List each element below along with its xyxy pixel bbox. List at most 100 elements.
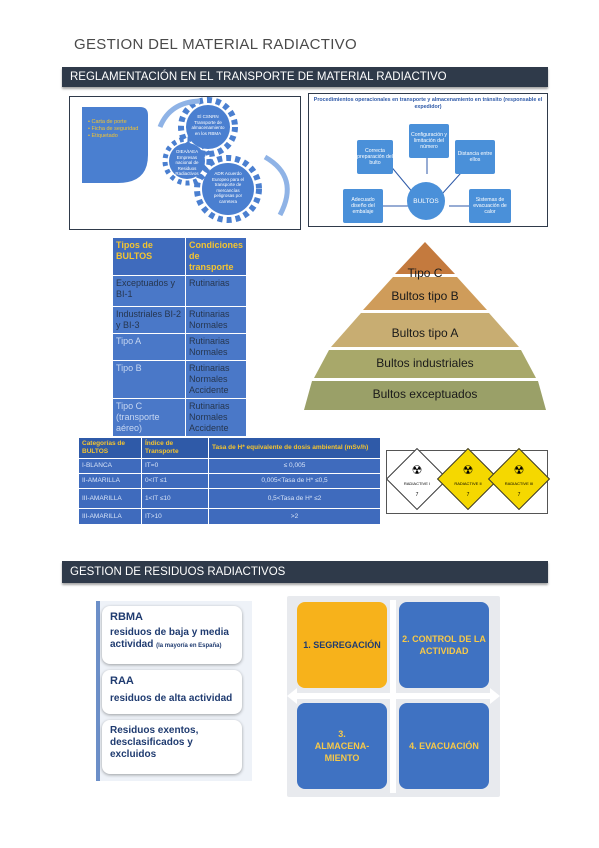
table-cell: >2 bbox=[208, 508, 381, 525]
arc-2 bbox=[263, 154, 290, 217]
step-segregacion: 1. SEGREGACIÓN bbox=[297, 602, 387, 688]
residuos-bracket bbox=[96, 601, 100, 781]
residuo-title: RBMA bbox=[110, 611, 143, 623]
table-cell: Exceptuados y BI-1 bbox=[112, 275, 186, 307]
radiation-icon: ☢ bbox=[411, 463, 423, 477]
proc-box-preparacion: Correcta preparación del bulto bbox=[357, 140, 393, 174]
gear-1 bbox=[178, 97, 238, 157]
pyramid-level-industriales bbox=[314, 350, 536, 378]
table-row: Categorías de BULTOS Índice de Transport… bbox=[78, 437, 381, 459]
proc-box-evacuacion-calor: Sistemas de evacuación de calor bbox=[469, 189, 511, 223]
table-cell: Rutinarias Normales Accidente bbox=[184, 398, 248, 437]
pyramid-level-tipo-c bbox=[395, 242, 455, 274]
table-row: Industriales BI-2 y BI-3 Rutinarias Norm… bbox=[112, 306, 248, 334]
proc-box-distancia: Distancia entre ellos bbox=[455, 140, 495, 174]
table-cell: 1<IT ≤10 bbox=[141, 488, 209, 509]
table-cell: IT>10 bbox=[141, 508, 209, 525]
table-cell: Rutinarias Normales bbox=[184, 333, 248, 361]
table-cell: Rutinarias Normales Accidente bbox=[184, 360, 248, 399]
section-header-residuos: GESTION DE RESIDUOS RADIACTIVOS bbox=[62, 561, 548, 583]
leaf-shape bbox=[82, 107, 148, 183]
pyramid-label: Bultos exceptuados bbox=[372, 387, 478, 401]
pyramid-label: Tipo C bbox=[407, 266, 443, 280]
table-cell: III-AMARILLA bbox=[78, 508, 142, 525]
residuo-desc-line2: actividad (la mayoría en España) bbox=[110, 639, 222, 650]
radioactive-label-2: ☢ RADIACTIVE II 7 bbox=[436, 447, 500, 511]
category-table: Categorías de BULTOS Índice de Transport… bbox=[78, 437, 381, 525]
pyramid-label: Bultos tipo B bbox=[391, 289, 459, 303]
table-cell: Tipo B bbox=[112, 360, 186, 399]
label-number: 7 bbox=[415, 492, 419, 498]
step-evacuacion: 4. EVACUACIÓN bbox=[399, 703, 489, 789]
gear-3 bbox=[194, 155, 262, 223]
table-row: I-BLANCA IT=0 ≤ 0,005 bbox=[78, 458, 381, 474]
pyramid-level-tipo-b bbox=[363, 277, 487, 310]
table-cell: IT=0 bbox=[141, 458, 209, 474]
table-row: III-AMARILLA 1<IT ≤10 0,5<Tasa de H* ≤2 bbox=[78, 488, 381, 509]
label-text: RADIACTIVE I bbox=[403, 481, 431, 486]
label-text: RADIACTIVE III bbox=[504, 481, 534, 486]
table-cell: ≤ 0,005 bbox=[208, 458, 381, 474]
proc-box-configuracion: Configuración y limitación del número bbox=[409, 124, 449, 158]
residuo-card-exentos: Residuos exentos, desclasificados y excl… bbox=[102, 720, 242, 774]
step-almacenamiento: 3. ALMACENA-MIENTO bbox=[297, 703, 387, 789]
table-row: Tipo C (transporte aéreo) Rutinarias Nor… bbox=[112, 398, 248, 437]
radioactive-label-3: ☢ RADIACTIVE III 7 bbox=[487, 447, 551, 511]
proc-box-embalaje: Adecuado diseño del embalaje bbox=[343, 189, 383, 223]
table-cell: 0,005<Tasa de H* ≤0,5 bbox=[208, 473, 381, 489]
table-header-cell: Condiciones de transporte bbox=[184, 237, 248, 276]
page-title: GESTION DEL MATERIAL RADIACTIVO bbox=[74, 36, 357, 53]
leaf-list: • Carta de porte • Ficha de seguridad • … bbox=[88, 119, 144, 140]
residuo-title: RAA bbox=[110, 675, 134, 687]
bultos-center: BULTOS bbox=[407, 182, 445, 220]
radiation-icon: ☢ bbox=[462, 463, 474, 477]
table-header-cell: Tasa de H* equivalente de dosis ambienta… bbox=[208, 437, 381, 459]
table-row: Tipo B Rutinarias Normales Accidente bbox=[112, 360, 248, 399]
procedures-diagram: Procedimientos operacionales en transpor… bbox=[308, 93, 548, 227]
table-cell: 0,5<Tasa de H* ≤2 bbox=[208, 488, 381, 509]
radiation-icon: ☢ bbox=[513, 463, 525, 477]
residuo-desc: residuos de baja y media bbox=[110, 627, 229, 638]
bultos-pyramid bbox=[304, 242, 546, 410]
gears-diagram: • Carta de porte • Ficha de seguridad • … bbox=[69, 96, 301, 230]
table-header-cell: Tipos de BULTOS bbox=[112, 237, 186, 276]
table-cell: II-AMARILLA bbox=[78, 473, 142, 489]
table-cell: Rutinarias Normales bbox=[184, 306, 248, 334]
radioactive-label-1: ☢ RADIACTIVE I 7 bbox=[385, 447, 449, 511]
table-header-cell: Categorías de BULTOS bbox=[78, 437, 142, 459]
step-control-actividad: 2. CONTROL DE LA ACTIVIDAD bbox=[399, 602, 489, 688]
gear-2-text: OIEA/IAEA Empresas nacional de Residuos … bbox=[175, 149, 199, 176]
radioactive-labels: ☢ RADIACTIVE I 7 ☢ RADIACTIVE II 7 ☢ RAD… bbox=[385, 447, 551, 514]
table-row: II-AMARILLA 0<IT ≤1 0,005<Tasa de H* ≤0,… bbox=[78, 473, 381, 489]
leaf-item: • Ficha de seguridad bbox=[88, 126, 139, 132]
table-cell: 0<IT ≤1 bbox=[141, 473, 209, 489]
pyramid-level-exceptuados bbox=[304, 381, 546, 410]
residuo-card-rbma: RBMA residuos de baja y media actividad … bbox=[102, 606, 242, 664]
label-number: 7 bbox=[466, 492, 470, 498]
table-row: Exceptuados y BI-1 Rutinarias bbox=[112, 275, 248, 307]
pyramid-label: Bultos industriales bbox=[376, 356, 474, 370]
gears-graphic bbox=[82, 97, 290, 223]
residuo-card-raa: RAA residuos de alta actividad bbox=[102, 670, 242, 714]
table-row: Tipo A Rutinarias Normales bbox=[112, 333, 248, 361]
table-row: III-AMARILLA IT>10 >2 bbox=[78, 508, 381, 525]
table-cell: I-BLANCA bbox=[78, 458, 142, 474]
table-cell: Industriales BI-2 y BI-3 bbox=[112, 306, 186, 334]
leaf-item: • Carta de porte bbox=[88, 119, 127, 125]
table-cell: Rutinarias bbox=[184, 275, 248, 307]
steps-cross bbox=[287, 600, 500, 793]
label-number: 7 bbox=[517, 492, 521, 498]
table-cell: Tipo A bbox=[112, 333, 186, 361]
table-header-cell: Índice de Transporte bbox=[141, 437, 209, 459]
label-text: RADIACTIVE II bbox=[454, 481, 482, 486]
gear-1-text: El CSNRN Transporte de almacenamiento en… bbox=[191, 114, 225, 136]
pyramid-label: Bultos tipo A bbox=[391, 326, 459, 340]
leaf-item: • Etiquetado bbox=[88, 133, 118, 139]
table-cell: Tipo C (transporte aéreo) bbox=[112, 398, 186, 437]
pyramid-level-tipo-a bbox=[331, 313, 519, 347]
table-row: Tipos de BULTOS Condiciones de transport… bbox=[112, 237, 248, 276]
gear-3-text: ADR Acuerdo Europeo para el transporte d… bbox=[211, 171, 245, 204]
bultos-table: Tipos de BULTOS Condiciones de transport… bbox=[112, 237, 248, 437]
section-header-transport: REGLAMENTACIÓN EN EL TRANSPORTE DE MATER… bbox=[62, 67, 548, 87]
arc-1 bbox=[157, 98, 201, 129]
